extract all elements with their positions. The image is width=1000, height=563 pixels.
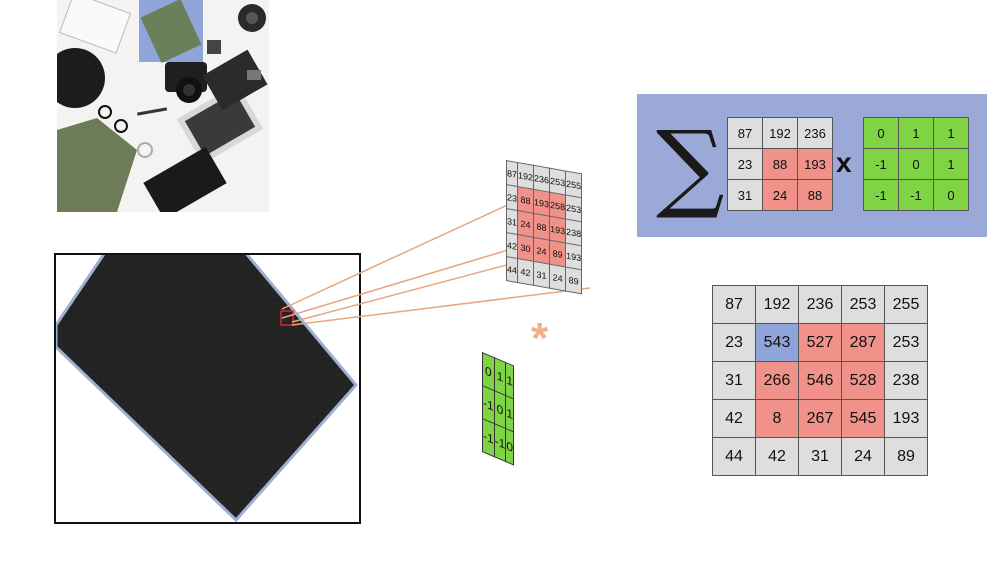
- grid-cell: 44: [506, 256, 518, 283]
- grid-cell: 42: [517, 258, 534, 286]
- result-cell: 287: [841, 323, 885, 362]
- result-cell: 42: [712, 399, 756, 438]
- grid-cell: 31: [533, 261, 550, 289]
- grid-cell: 42: [506, 232, 518, 259]
- result-cell: 546: [798, 361, 842, 400]
- grid-cell: 255: [565, 171, 582, 198]
- patch-cell: 87: [727, 117, 763, 149]
- patch-cell: 88: [762, 148, 798, 180]
- grid-cell: 192: [517, 162, 534, 190]
- kernel-cell: 1: [494, 357, 506, 396]
- patch-cell: 31: [727, 179, 763, 211]
- kernel-cell: 1: [933, 117, 969, 149]
- patch-cell: 24: [762, 179, 798, 211]
- zoomed-pixel-image: [54, 253, 361, 524]
- desk-items-illustration: [57, 0, 269, 212]
- kernel-cell: -1: [494, 423, 506, 462]
- result-cell: 8: [755, 399, 799, 438]
- kernel-cell: 0: [933, 179, 969, 211]
- grid-cell: 89: [565, 267, 582, 294]
- kernel-cell: 0: [898, 148, 934, 180]
- result-cell: 238: [884, 361, 928, 400]
- sigma-symbol: ∑: [656, 110, 725, 222]
- result-cell: 23: [712, 323, 756, 362]
- patch-highlight-box: [280, 310, 294, 326]
- kernel-cell: 0: [505, 428, 514, 465]
- kernel-cell: 0: [482, 352, 495, 391]
- patch-cell: 236: [797, 117, 833, 149]
- grid-cell: 236: [533, 165, 550, 193]
- kernel-cell: 0: [494, 390, 506, 429]
- result-cell: 31: [798, 437, 842, 476]
- result-cell: 31: [712, 361, 756, 400]
- grid-cell: 258: [549, 192, 566, 220]
- grid-cell: 23: [506, 184, 518, 211]
- patch-cell: 192: [762, 117, 798, 149]
- result-cell: 527: [798, 323, 842, 362]
- kernel-cell: -1: [863, 179, 899, 211]
- desk-flatlay-photo: [57, 0, 269, 212]
- kernel-cell: -1: [863, 148, 899, 180]
- result-cell: 87: [712, 285, 756, 324]
- grid-cell: 24: [517, 210, 534, 238]
- grid-cell: 253: [549, 168, 566, 196]
- result-cell: 42: [755, 437, 799, 476]
- result-cell: 543: [755, 323, 799, 362]
- result-cell: 253: [884, 323, 928, 362]
- image-patch: 87 192 236 23 88 193 31 24 88: [727, 117, 833, 211]
- pixelated-tablet-illustration: [56, 255, 358, 522]
- grid-cell: 193: [565, 243, 582, 270]
- grid-cell: 24: [533, 237, 550, 265]
- grid-cell: 88: [517, 186, 534, 214]
- result-grid: 87 192 236 253 255 23 543 527 287 253 31…: [712, 285, 928, 476]
- result-cell: 545: [841, 399, 885, 438]
- multiply-operator: x: [836, 147, 852, 178]
- result-cell: 253: [841, 285, 885, 324]
- grid-cell: 193: [533, 189, 550, 217]
- convolution-operator: *: [531, 314, 549, 363]
- result-cell: 236: [798, 285, 842, 324]
- grid-cell: 89: [549, 240, 566, 268]
- result-cell: 193: [884, 399, 928, 438]
- patch-cell: 88: [797, 179, 833, 211]
- kernel-cell: -1: [482, 418, 495, 457]
- grid-cell: 31: [506, 208, 518, 235]
- result-cell: 44: [712, 437, 756, 476]
- grid-cell: 193: [549, 216, 566, 244]
- result-cell: 24: [841, 437, 885, 476]
- result-cell: 266: [755, 361, 799, 400]
- kernel-cell: 1: [505, 362, 514, 399]
- grid-cell: 238: [565, 219, 582, 246]
- patch-cell: 193: [797, 148, 833, 180]
- kernel-grid: 0 1 1 -1 0 1 -1 -1 0: [863, 117, 969, 211]
- kernel-cell: -1: [898, 179, 934, 211]
- kernel-cell: 1: [898, 117, 934, 149]
- kernel-cell: 1: [505, 395, 514, 432]
- grid-cell: 24: [549, 264, 566, 292]
- grid-cell: 253: [565, 195, 582, 222]
- kernel-cell: 0: [863, 117, 899, 149]
- result-cell: 192: [755, 285, 799, 324]
- patch-cell: 23: [727, 148, 763, 180]
- result-cell: 267: [798, 399, 842, 438]
- grid-cell: 30: [517, 234, 534, 262]
- kernel-cell: -1: [482, 385, 495, 424]
- result-cell: 528: [841, 361, 885, 400]
- kernel-cell: 1: [933, 148, 969, 180]
- grid-cell: 87: [506, 160, 518, 187]
- grid-cell: 88: [533, 213, 550, 241]
- result-cell: 89: [884, 437, 928, 476]
- result-cell: 255: [884, 285, 928, 324]
